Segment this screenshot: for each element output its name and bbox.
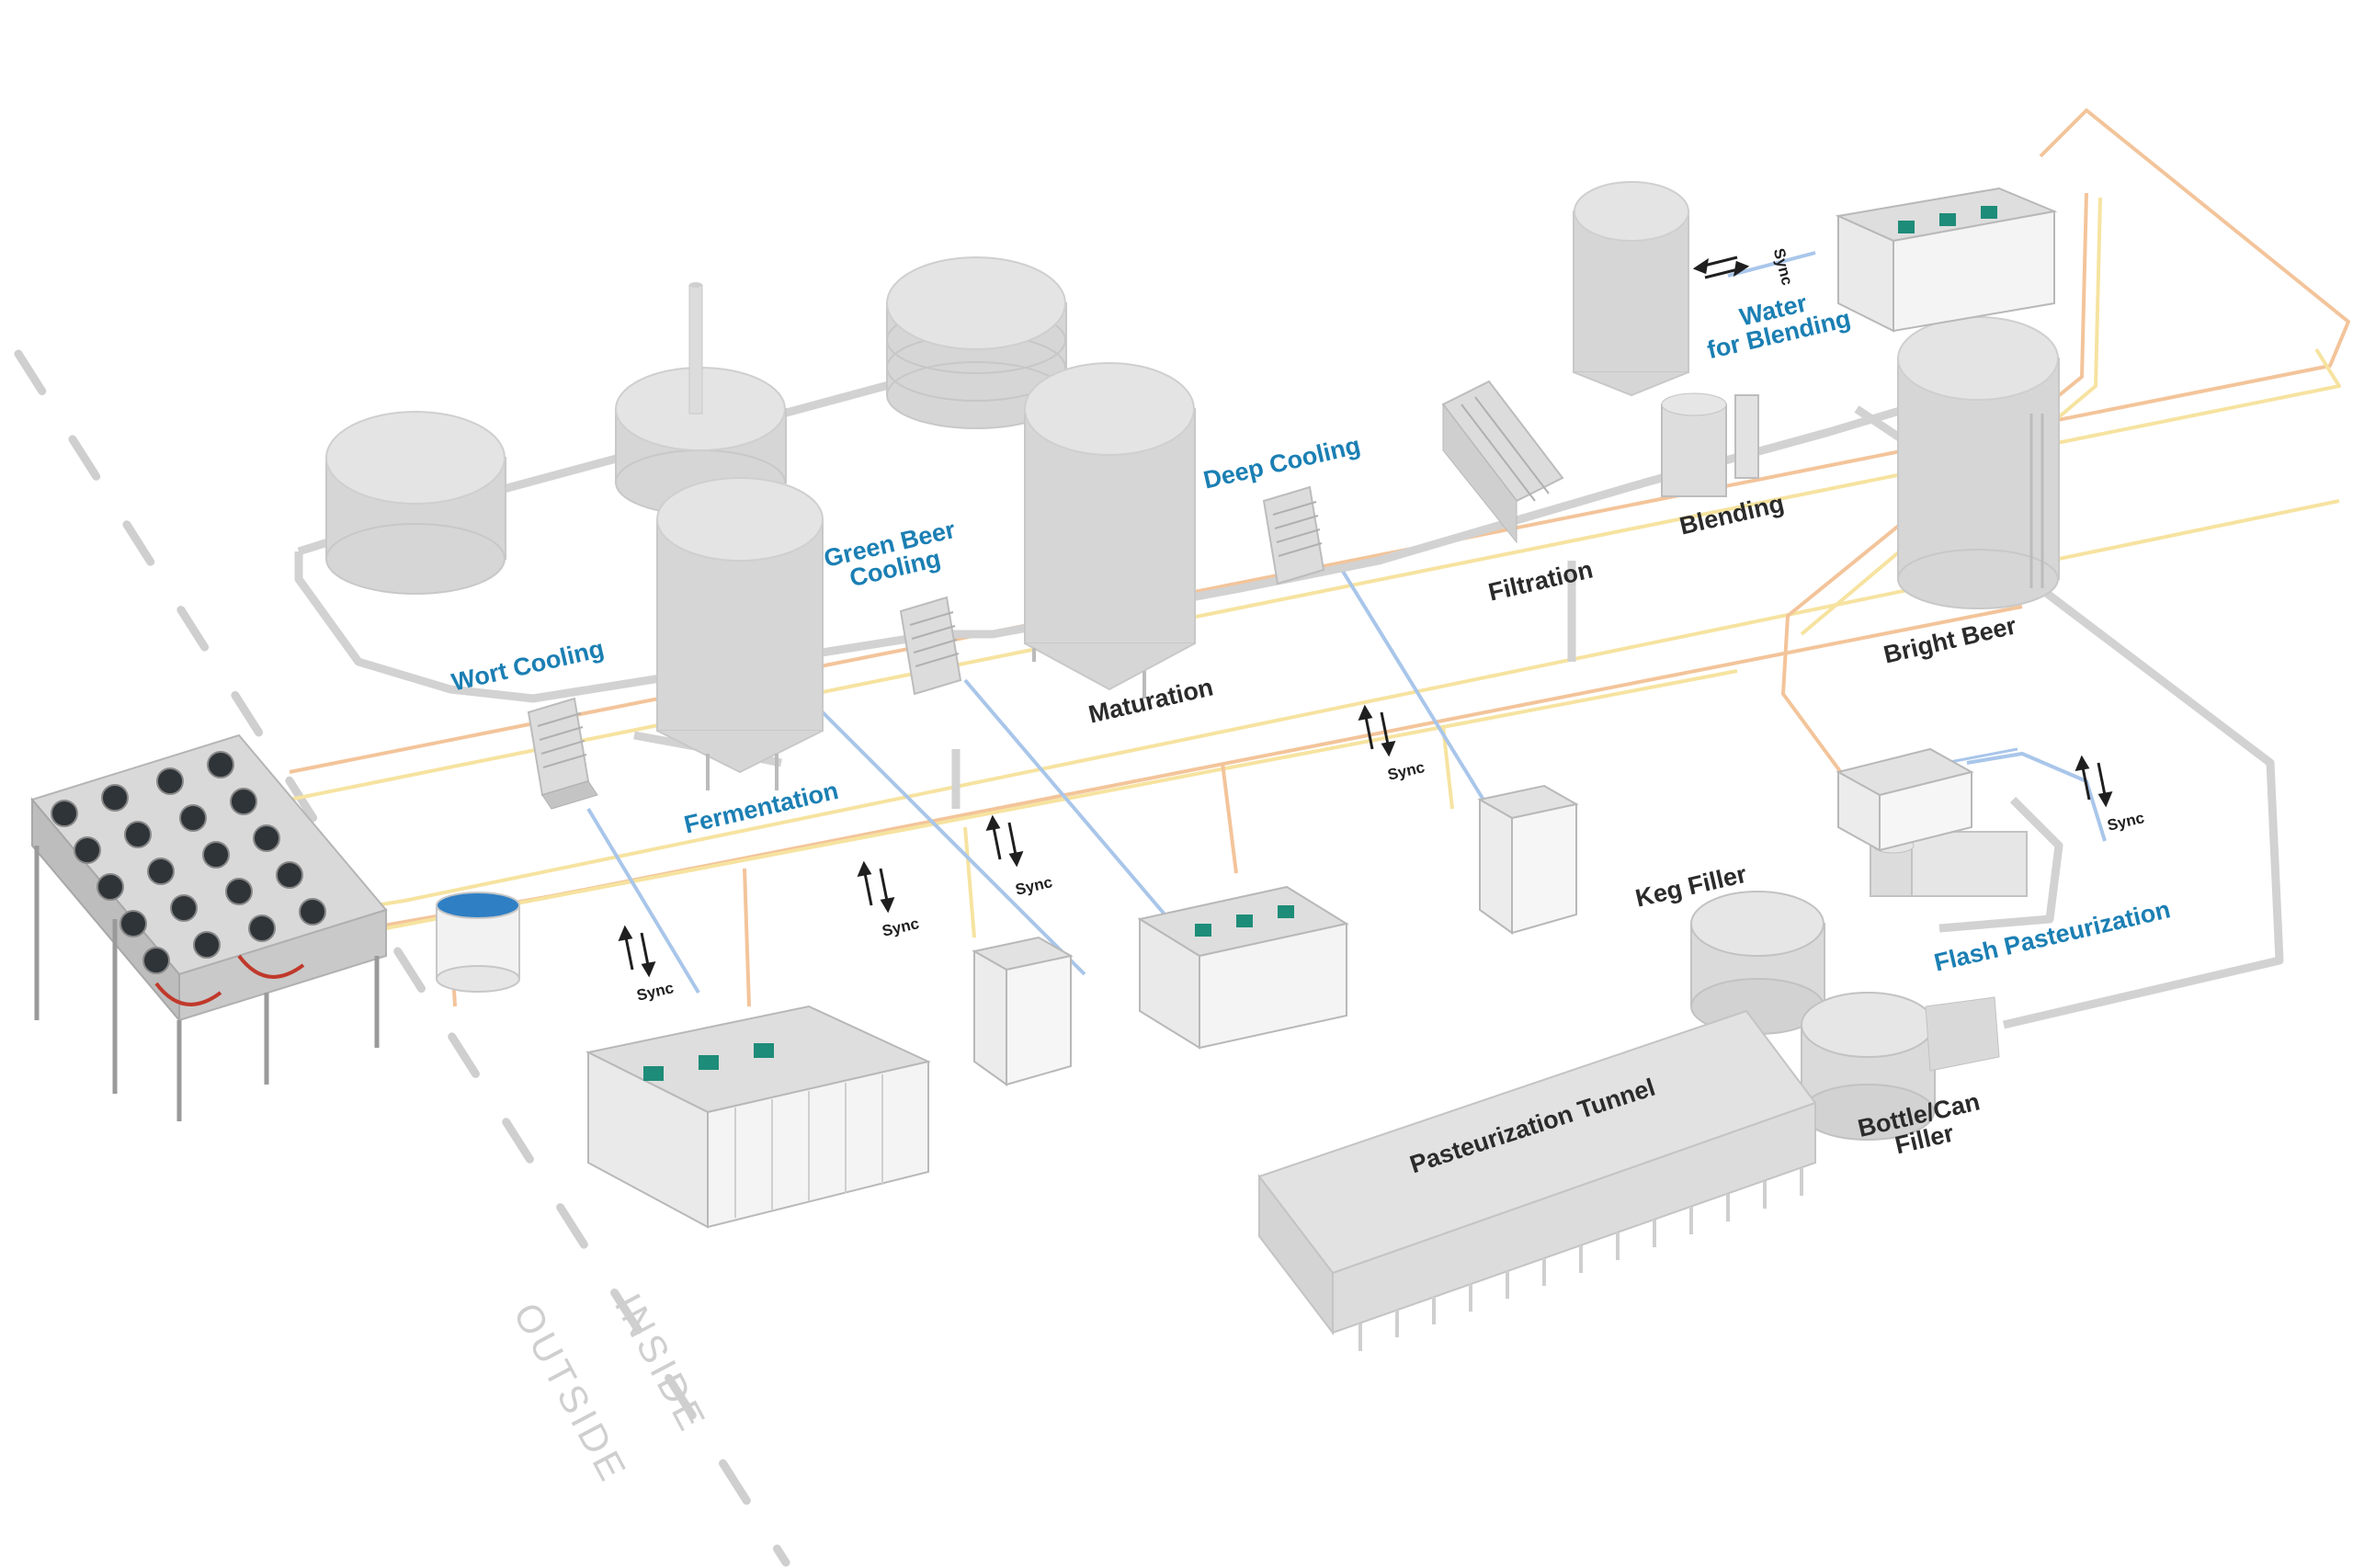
inside-outside-boundary: [14, 349, 790, 1567]
chiller-small-3: [1836, 747, 1974, 852]
sync-arrows-icon: [985, 814, 1024, 868]
bottle-can-filler-machine: [1801, 992, 2000, 1141]
sync-arrows-icon: [857, 860, 895, 914]
chiller-small-1: [972, 936, 1074, 1086]
utility-lines: [289, 108, 2350, 1007]
brewhouse-tank-3: [886, 256, 1067, 429]
brewhouse-tank-1: [325, 411, 506, 595]
chiller-large-2: [1137, 885, 1349, 1050]
pasteurization-tunnel-machine: [1257, 1009, 1817, 1351]
chiller-large-main: [585, 1005, 932, 1229]
sync-arrows-icon: [618, 925, 656, 978]
chiller-large-water: [1835, 187, 2058, 333]
flash-pasteurization-unit: [1870, 831, 2028, 897]
sync-arrows-icon: [1358, 704, 1396, 757]
chiller-small-2: [1477, 784, 1579, 935]
sync-arrows-icon: [2075, 755, 2113, 808]
heat-exchangers: [527, 380, 2028, 897]
dry-cooler: [30, 733, 388, 1121]
packaging-equipment: [1257, 891, 2000, 1351]
wort-cooling-exchanger: [527, 697, 598, 810]
bright-beer-tank: [1897, 316, 2060, 609]
sync-arrows: [618, 256, 2113, 978]
green-beer-cooling-exchanger: [899, 596, 962, 696]
sync-arrows-icon: [1692, 256, 1750, 279]
blending-unit: [1661, 392, 1759, 497]
filtration-unit: [1441, 380, 1564, 544]
keg-filler-machine: [1690, 891, 1825, 1035]
water-tank: [1573, 181, 1689, 397]
maturation-tank: [1024, 362, 1196, 699]
buffer-tank: [436, 892, 520, 993]
deep-cooling-exchanger: [1262, 485, 1325, 585]
chiller-units: [585, 187, 2058, 1229]
fermentation-tank: [656, 477, 824, 790]
